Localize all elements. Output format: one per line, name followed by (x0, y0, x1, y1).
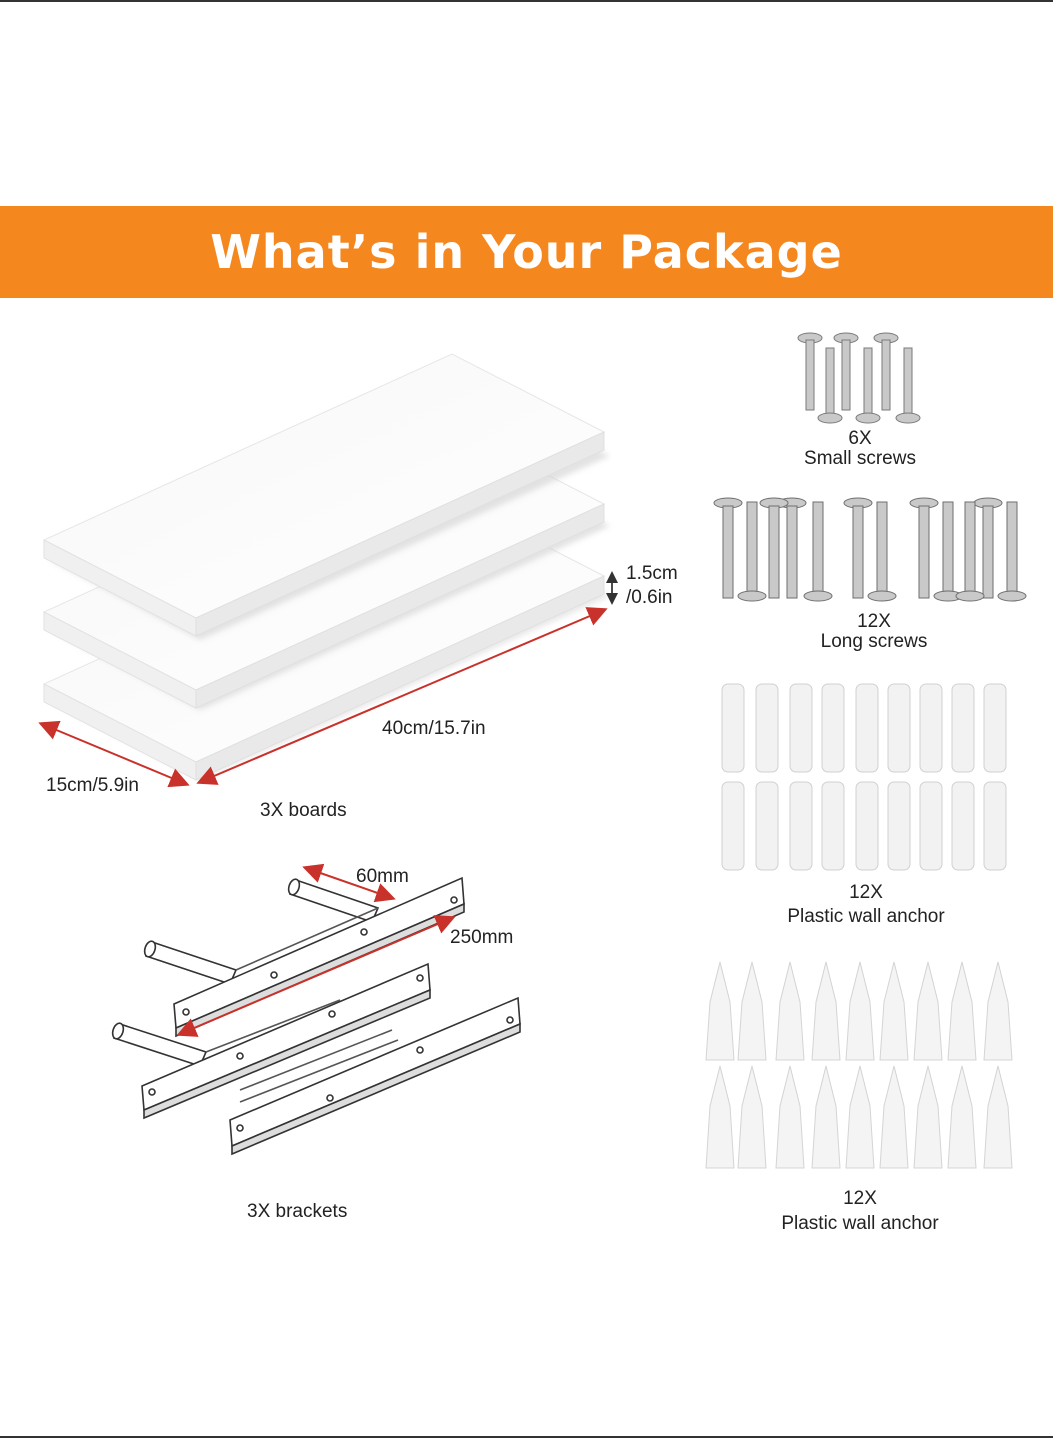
bar-dimension-arrow (176, 915, 456, 1037)
rod-dimension-arrow (302, 863, 396, 903)
wall-anchor-2-name: Plastic wall anchor (781, 1213, 939, 1234)
header-banner: What’s in Your Package (0, 206, 1053, 298)
long-screws-image (713, 497, 1027, 602)
small-screws-name: Small screws (804, 448, 916, 469)
board-length-label: 40cm/15.7in (382, 718, 486, 739)
long-screws-name: Long screws (820, 631, 928, 652)
bar-length-label: 250mm (450, 927, 514, 948)
board-thickness-label-1: 1.5cm (626, 563, 678, 584)
top-border-line (0, 0, 1053, 2)
brackets-count-label: 3X brackets (247, 1201, 348, 1222)
wall-anchor-1-count: 12X (849, 882, 883, 903)
wall-anchor-image-1 (721, 683, 1007, 871)
rod-length-label: 60mm (356, 866, 409, 887)
small-screws-count: 6X (848, 428, 872, 449)
bottom-border-line (0, 1436, 1053, 1438)
length-dimension-arrow (196, 607, 608, 785)
boards-stack (42, 353, 610, 781)
boards-count-label: 3X boards (260, 800, 347, 821)
board-thickness-label-2: /0.6in (626, 587, 673, 608)
board-top (42, 353, 610, 640)
wall-anchor-image-2 (705, 961, 1013, 1169)
wall-anchor-1-name: Plastic wall anchor (787, 906, 945, 927)
wall-anchor-2-count: 12X (843, 1188, 877, 1209)
banner-title: What’s in Your Package (210, 225, 843, 279)
brackets-drawing (111, 876, 521, 1156)
small-screws-image (797, 332, 921, 424)
width-dimension-arrow (38, 720, 190, 788)
bracket-1 (143, 876, 465, 1038)
board-width-label: 15cm/5.9in (46, 775, 139, 796)
long-screws-count: 12X (857, 611, 891, 632)
